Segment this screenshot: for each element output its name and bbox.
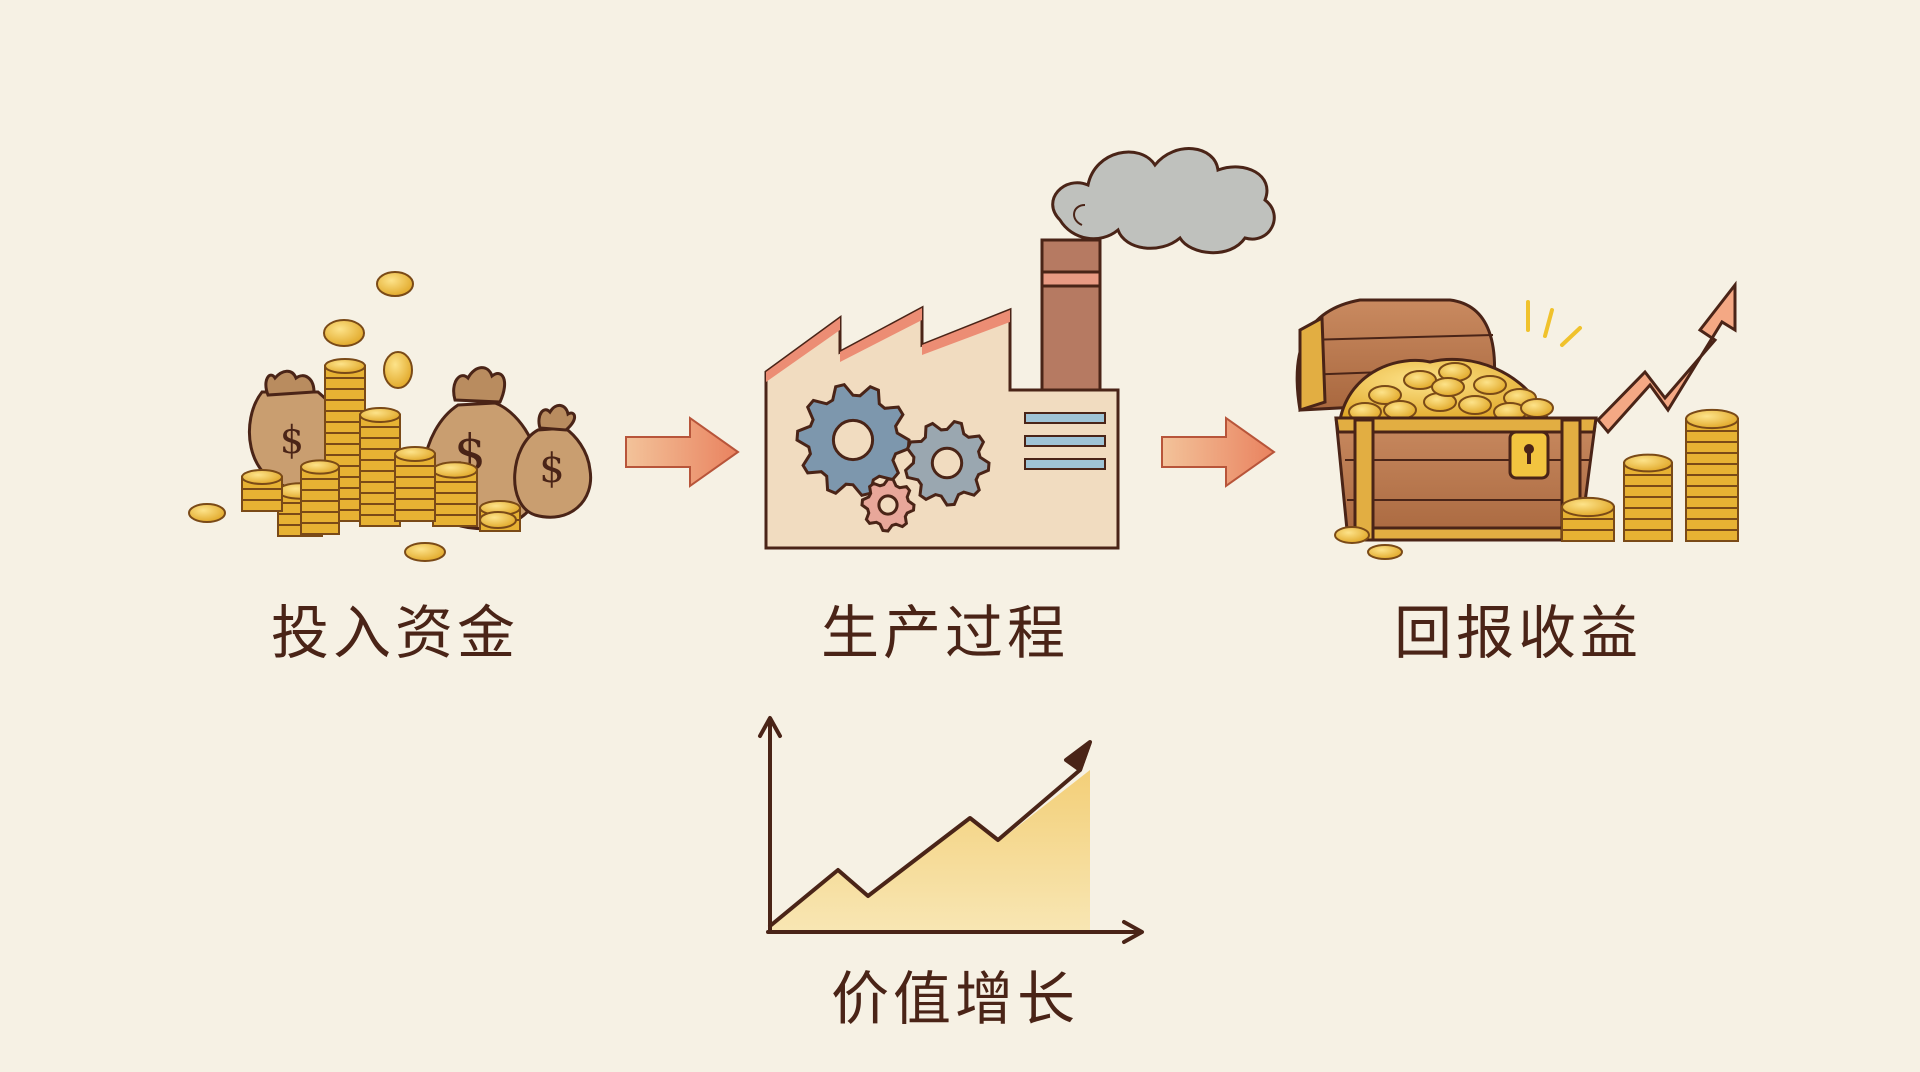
growth-chart-icon — [758, 716, 1144, 944]
flow-arrow-icon — [1161, 416, 1276, 488]
money-bags-coins-icon: $ $ $ — [188, 271, 593, 562]
coin-stack-icon — [241, 358, 521, 537]
flow-arrow-icon — [625, 416, 740, 488]
step-label-produce: 生产过程 — [820, 599, 1069, 667]
step-label-return: 回报收益 — [1393, 599, 1642, 667]
sparkle-icon — [1526, 300, 1582, 347]
smoke-cloud-icon — [1051, 147, 1276, 255]
coin-stack-icon — [1334, 408, 1739, 560]
trend-arrow-icon — [1595, 280, 1737, 435]
gear-icon — [903, 419, 991, 507]
growth-label: 价值增长 — [830, 965, 1079, 1033]
money-bag-icon: $ — [513, 404, 593, 519]
falling-coins-icon — [188, 271, 517, 562]
treasure-chest-icon — [1295, 280, 1739, 560]
svg-text:$: $ — [539, 446, 564, 492]
svg-text:$: $ — [280, 418, 304, 462]
gear-icon — [860, 477, 916, 533]
factory-gears-icon — [764, 147, 1276, 550]
step-label-invest: 投入资金 — [270, 599, 519, 667]
gear-icon — [795, 383, 911, 497]
